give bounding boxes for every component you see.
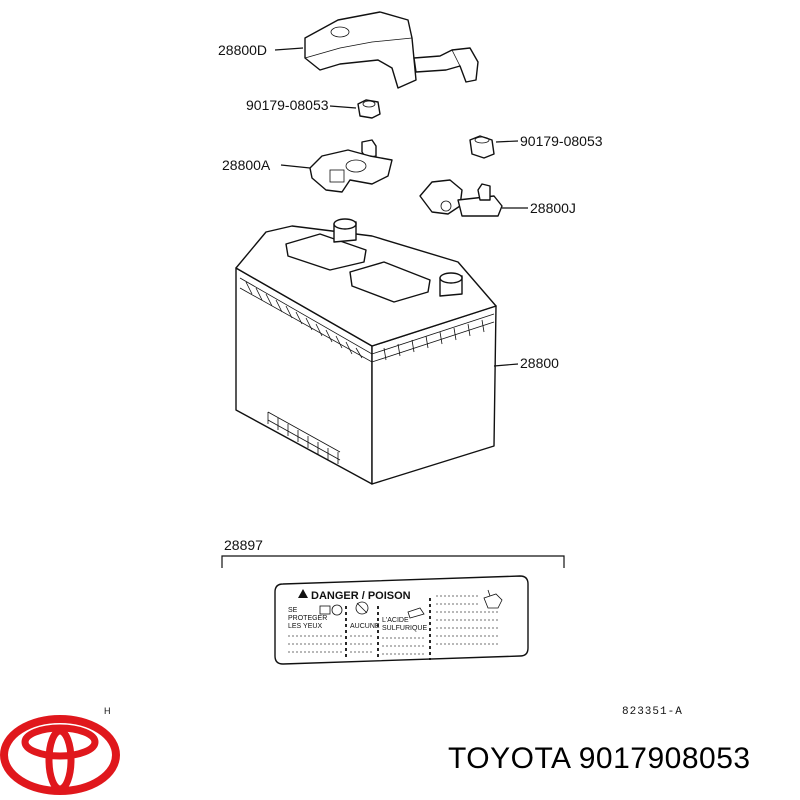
battery [235,218,497,485]
callout-28897: 28897 [224,537,263,553]
acid-bottle-icon [483,589,503,609]
label-col1-line1: SE [288,607,298,614]
callout-28800: 28800 [520,355,559,371]
negative-terminal-clamp [309,139,393,193]
callout-28800J: 28800J [530,200,576,216]
toyota-logo-icon [0,715,120,795]
label-col1-line2: PROTEGER [288,615,327,622]
callout-90179-08053-right: 90179-08053 [520,133,603,149]
acid-hand-icon [407,607,425,619]
warning-label: DANGER / POISON SE PROTEGER LES YEUX AUC… [274,575,529,665]
warning-triangle-icon [298,589,308,598]
no-flame-icon [355,601,369,615]
label-col3-line2: SULFURIQUE [382,625,427,632]
brand-part-number: TOYOTA 9017908053 [448,742,751,775]
callout-90179-08053-top: 90179-08053 [246,97,329,113]
footer-left-code: H [104,706,111,716]
label-bracket [221,555,565,568]
eye-protection-icon [319,604,343,616]
label-col2-line1: AUCUNE [350,623,380,630]
nut-top [357,99,381,119]
callout-28800D: 28800D [218,42,267,58]
callout-28800A: 28800A [222,157,271,173]
label-col3-line1: L'ACIDE [382,617,409,624]
label-col1-line3: LES YEUX [288,623,322,630]
diagram-code: 823351-A [622,706,683,718]
positive-terminal-clamp [419,179,503,217]
terminal-cover [304,11,479,89]
nut-right [469,135,495,159]
label-header: DANGER / POISON [311,590,411,602]
